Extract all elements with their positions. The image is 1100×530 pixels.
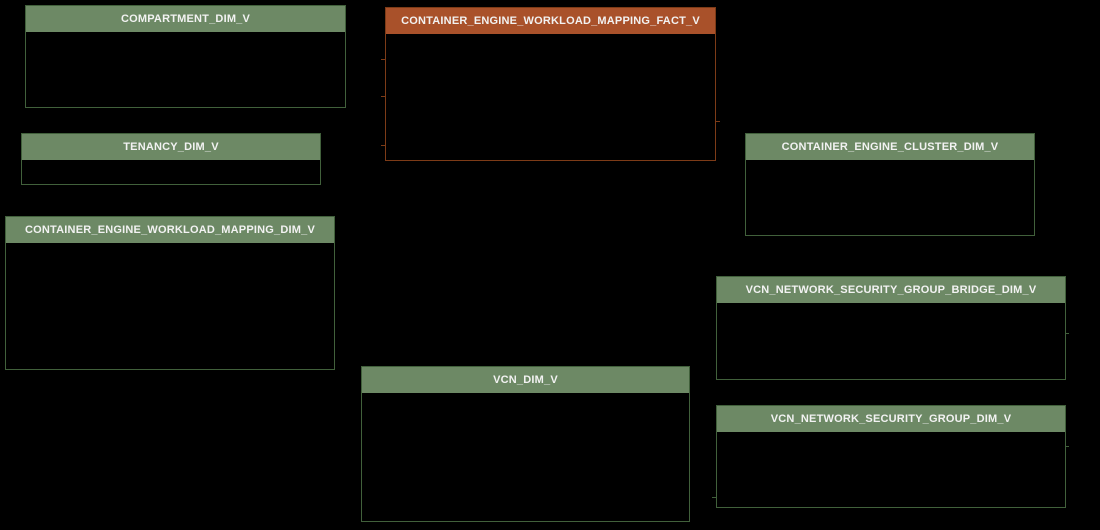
table-header-container-engine-workload-mapping-fact-v: CONTAINER_ENGINE_WORKLOAD_MAPPING_FACT_V xyxy=(386,8,715,34)
table-container-engine-cluster-dim-v[interactable]: CONTAINER_ENGINE_CLUSTER_DIM_V xyxy=(745,133,1035,236)
table-header-vcn-dim-v: VCN_DIM_V xyxy=(362,367,689,393)
connector-stub xyxy=(1065,446,1069,447)
table-vcn-network-security-group-bridge-dim-v[interactable]: VCN_NETWORK_SECURITY_GROUP_BRIDGE_DIM_V xyxy=(716,276,1066,380)
table-tenancy-dim-v[interactable]: TENANCY_DIM_V xyxy=(21,133,321,185)
connector-stub xyxy=(381,59,385,60)
table-container-engine-workload-mapping-fact-v[interactable]: CONTAINER_ENGINE_WORKLOAD_MAPPING_FACT_V xyxy=(385,7,716,161)
table-header-vcn-network-security-group-dim-v: VCN_NETWORK_SECURITY_GROUP_DIM_V xyxy=(717,406,1065,432)
connector-stub xyxy=(712,497,716,498)
connector-stub xyxy=(381,145,385,146)
connector-stub xyxy=(1065,333,1069,334)
table-header-vcn-network-security-group-bridge-dim-v: VCN_NETWORK_SECURITY_GROUP_BRIDGE_DIM_V xyxy=(717,277,1065,303)
table-header-container-engine-workload-mapping-dim-v: CONTAINER_ENGINE_WORKLOAD_MAPPING_DIM_V xyxy=(6,217,334,243)
table-compartment-dim-v[interactable]: COMPARTMENT_DIM_V xyxy=(25,5,346,108)
connector-stub xyxy=(381,96,385,97)
table-header-compartment-dim-v: COMPARTMENT_DIM_V xyxy=(26,6,345,32)
table-vcn-network-security-group-dim-v[interactable]: VCN_NETWORK_SECURITY_GROUP_DIM_V xyxy=(716,405,1066,508)
table-header-tenancy-dim-v: TENANCY_DIM_V xyxy=(22,134,320,160)
table-header-container-engine-cluster-dim-v: CONTAINER_ENGINE_CLUSTER_DIM_V xyxy=(746,134,1034,160)
table-container-engine-workload-mapping-dim-v[interactable]: CONTAINER_ENGINE_WORKLOAD_MAPPING_DIM_V xyxy=(5,216,335,370)
connector-stub xyxy=(716,121,720,122)
table-vcn-dim-v[interactable]: VCN_DIM_V xyxy=(361,366,690,522)
